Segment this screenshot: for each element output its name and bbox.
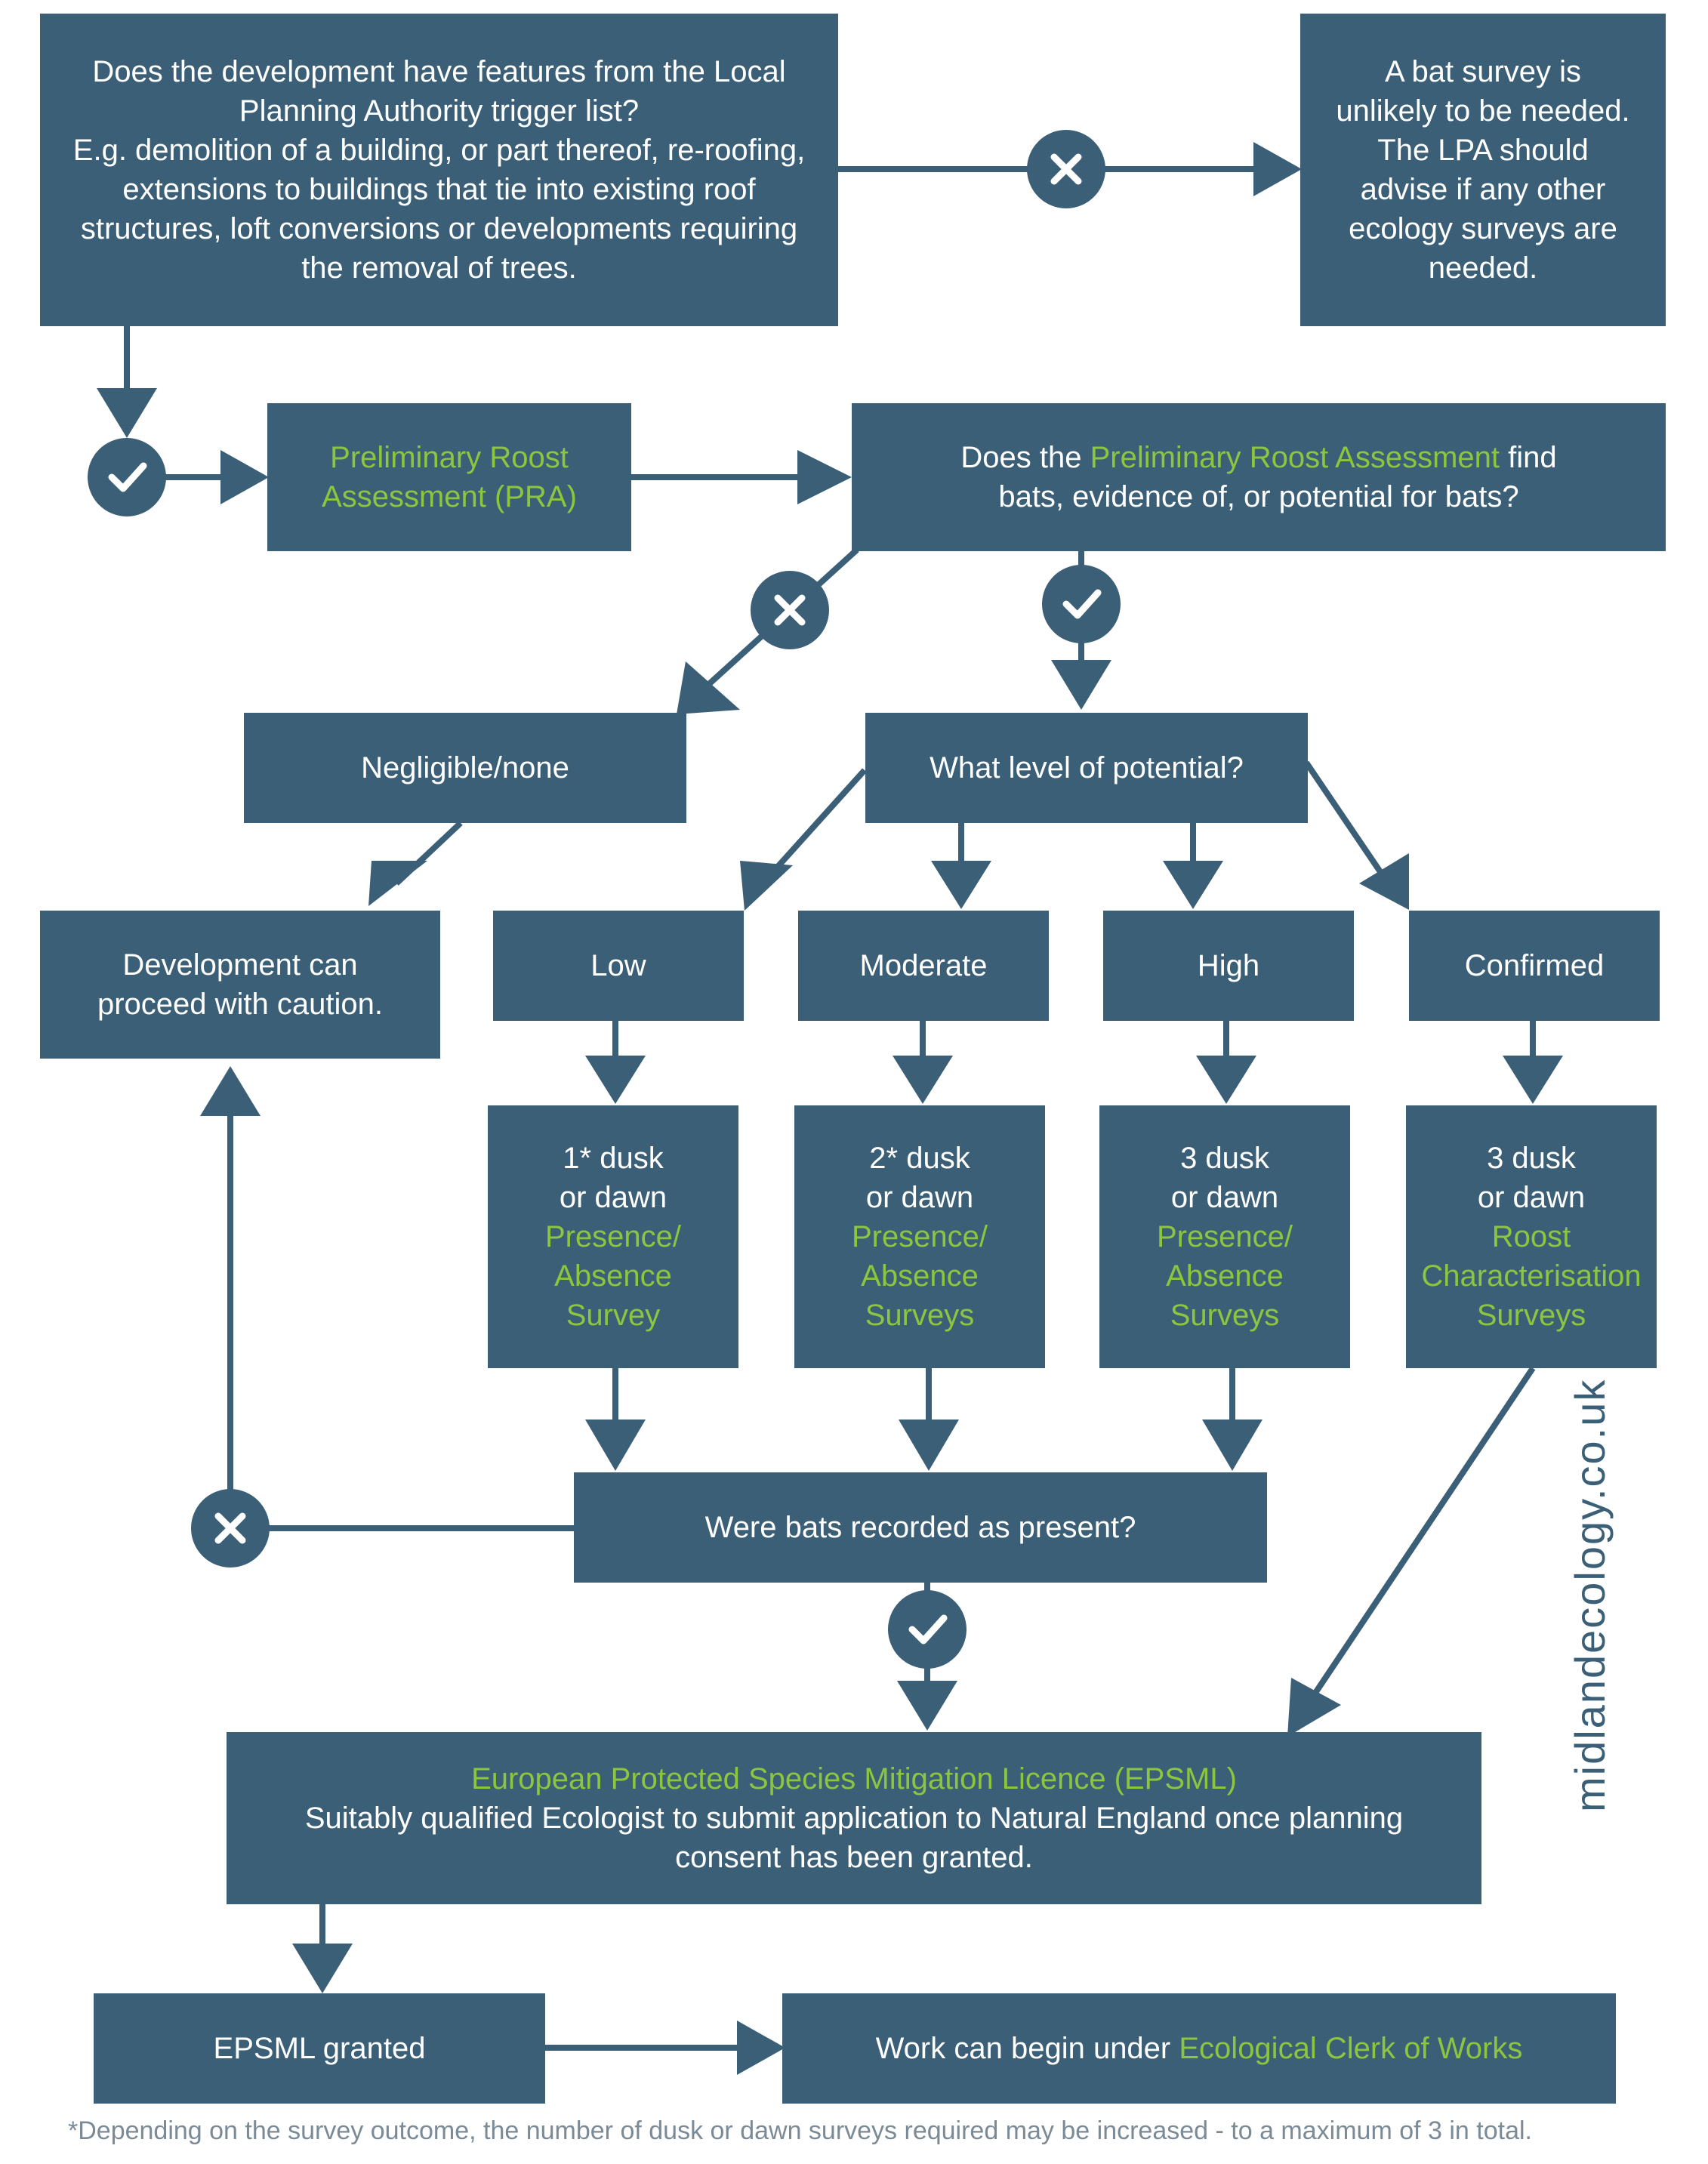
level-confirmed-label: Confirmed — [1464, 949, 1605, 982]
pra-box: Preliminary Roost Assessment (PRA) — [267, 403, 631, 551]
survey-unlikely-text: A bat survey is unlikely to be needed. T… — [1336, 55, 1630, 285]
bats-question: Were bats recorded as present? — [704, 1511, 1136, 1544]
arrow-head-down — [585, 1420, 646, 1471]
arrow-head-down — [292, 1944, 353, 1993]
negligible-box: Negligible/none — [244, 713, 686, 823]
survey-high-count: 3 dusk — [1180, 1142, 1269, 1175]
arrow-head-right — [1253, 142, 1302, 196]
check-circle-icon — [1042, 565, 1121, 643]
survey-low-count: 1* dusk — [563, 1142, 664, 1175]
survey-confirmed-type: Roost Characterisation Surveys — [1421, 1220, 1642, 1332]
trigger-question-box: Does the development have features from … — [40, 14, 838, 326]
arrow-head-down — [1503, 1056, 1563, 1104]
arrow-head-down — [893, 1056, 953, 1104]
level-confirmed-box: Confirmed — [1409, 911, 1660, 1021]
arrow-head-diag — [1287, 1678, 1341, 1737]
level-moderate-label: Moderate — [859, 949, 988, 982]
survey-high-box: 3 dusk or dawn Presence/ Absence Surveys — [1099, 1105, 1350, 1368]
trigger-examples: E.g. demolition of a building, or part t… — [72, 134, 806, 285]
cross-circle-icon — [1027, 130, 1105, 208]
arrow-head-down — [899, 1420, 959, 1471]
arrow-head-down — [1196, 1056, 1256, 1104]
survey-low-mode: or dawn — [559, 1181, 667, 1214]
potential-question: What level of potential? — [930, 751, 1244, 785]
arrow-head-down — [1163, 861, 1223, 909]
survey-unlikely-box: A bat survey is unlikely to be needed. T… — [1300, 14, 1666, 326]
arrow-head-down — [931, 861, 991, 909]
check-circle-icon — [888, 1590, 967, 1669]
epsml-title: European Protected Species Mitigation Li… — [471, 1762, 1237, 1796]
epsml-granted-box: EPSML granted — [94, 1993, 545, 2104]
level-high-box: High — [1103, 911, 1354, 1021]
arrow-head-diag — [368, 861, 427, 906]
check-circle-icon — [88, 438, 166, 516]
arrow-head-down — [897, 1681, 957, 1731]
epsml-granted-label: EPSML granted — [213, 2032, 426, 2065]
work-begin-box: Work can begin under Ecological Clerk of… — [782, 1993, 1616, 2104]
survey-footnote: *Depending on the survey outcome, the nu… — [68, 2116, 1532, 2145]
work-begin-text: Work can begin under Ecological Clerk of… — [875, 2032, 1523, 2065]
arrow-head-up — [200, 1066, 261, 1116]
arrow-head-right — [220, 450, 269, 504]
survey-confirmed-box: 3 dusk or dawn Roost Characterisation Su… — [1406, 1105, 1657, 1368]
arrow-head-right — [737, 2021, 785, 2075]
cross-circle-icon — [191, 1489, 270, 1568]
pra-question: Does the Preliminary Roost Assessment fi… — [960, 441, 1557, 513]
survey-moderate-type: Presence/ Absence Surveys — [851, 1220, 988, 1332]
survey-high-mode: or dawn — [1170, 1181, 1279, 1214]
trigger-question: Does the development have features from … — [92, 55, 786, 128]
arrow-head-diag — [677, 661, 740, 714]
arrow-head-down — [1202, 1420, 1263, 1471]
survey-moderate-mode: or dawn — [865, 1181, 974, 1214]
epsml-box: European Protected Species Mitigation Li… — [227, 1732, 1481, 1904]
pra-question-box: Does the Preliminary Roost Assessment fi… — [852, 403, 1666, 551]
level-low-label: Low — [590, 949, 646, 982]
proceed-box: Development can proceed with caution. — [40, 911, 440, 1059]
arrow-head-diag — [740, 861, 793, 911]
survey-confirmed-count: 3 dusk — [1487, 1142, 1576, 1175]
potential-question-box: What level of potential? — [865, 713, 1308, 823]
survey-moderate-box: 2* dusk or dawn Presence/ Absence Survey… — [794, 1105, 1045, 1368]
negligible-label: Negligible/none — [361, 751, 569, 785]
survey-moderate-count: 2* dusk — [869, 1142, 970, 1175]
proceed-text: Development can proceed with caution. — [97, 948, 383, 1021]
cross-circle-icon — [751, 571, 829, 649]
survey-low-type: Presence/ Absence Survey — [544, 1220, 682, 1332]
arrow-head-down — [585, 1056, 646, 1104]
arrow-head-down — [1051, 660, 1111, 710]
level-low-box: Low — [493, 911, 744, 1021]
bats-question-box: Were bats recorded as present? — [574, 1472, 1267, 1583]
survey-low-box: 1* dusk or dawn Presence/ Absence Survey — [488, 1105, 738, 1368]
site-watermark: midlandecology.co.uk — [1566, 1378, 1614, 1812]
level-moderate-box: Moderate — [798, 911, 1049, 1021]
survey-high-type: Presence/ Absence Surveys — [1156, 1220, 1293, 1332]
arrow-head-right — [797, 450, 852, 504]
arrow-head-down — [97, 388, 157, 438]
survey-confirmed-mode: or dawn — [1477, 1181, 1586, 1214]
arrow-head-diag — [1359, 853, 1409, 910]
epsml-body: Suitably qualified Ecologist to submit a… — [304, 1802, 1404, 1874]
level-high-label: High — [1197, 949, 1260, 982]
pra-label: Preliminary Roost Assessment (PRA) — [322, 441, 577, 513]
